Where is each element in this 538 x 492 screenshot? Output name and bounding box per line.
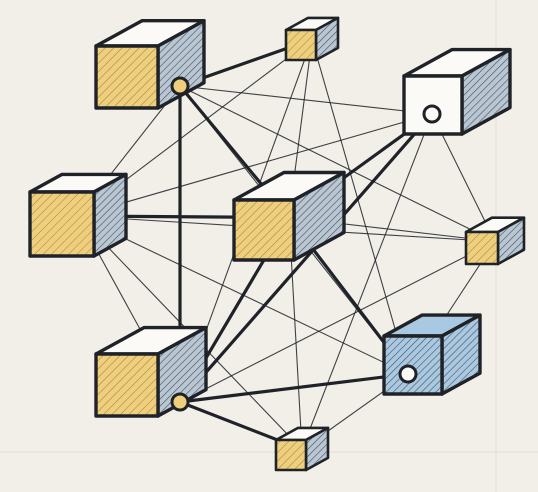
top-left-large-cube-front-outline (94, 44, 160, 110)
left-mid-cube-front-outline (28, 190, 96, 258)
bottom-left-large-cube-front-hatch (96, 354, 158, 416)
edge-n3-n4 (77, 113, 433, 217)
right-small-cube-front-hatch (466, 232, 498, 264)
edge-n6-n7 (179, 240, 496, 403)
left-mid-cube-front-hatch (30, 192, 94, 256)
edge-n4-n8 (77, 215, 409, 375)
bottom-small-cube-front-outline (274, 438, 308, 472)
right-blue-cube-port-icon (398, 364, 418, 384)
bottom-small-cube (274, 426, 330, 472)
nodes-layer (28, 16, 526, 472)
top-small-cube-front-outline (284, 28, 318, 62)
center-cube-front-outline (232, 198, 296, 262)
bottom-small-cube-front-hatch (276, 440, 306, 470)
bottom-left-large-cube-front-outline (94, 352, 160, 418)
bottom-left-large-cube-port-icon (170, 392, 190, 412)
edge-n1-n6 (179, 85, 496, 243)
edge-n3-n9 (301, 113, 433, 451)
left-mid-cube (28, 172, 128, 258)
right-small-cube (464, 216, 526, 266)
top-small-cube (284, 16, 340, 62)
edge-n1-n3 (179, 85, 433, 115)
top-left-large-cube-port-icon (170, 76, 190, 96)
top-right-white-cube (402, 47, 512, 136)
bottom-left-large-cube (94, 325, 208, 418)
edge-n7-n8 (178, 372, 410, 404)
right-blue-cube-front-hatch (384, 336, 442, 394)
top-small-cube-front-hatch (286, 30, 316, 60)
top-right-white-cube-front-outline (402, 74, 464, 136)
top-left-large-cube-front-hatch (96, 46, 158, 108)
edge-n3-n7 (178, 112, 434, 404)
right-blue-cube-front-outline (382, 334, 444, 396)
right-small-cube-front-outline (464, 230, 500, 266)
center-cube-front-hatch (234, 200, 294, 260)
top-left-large-cube (94, 19, 206, 110)
edge-n2-n8 (311, 38, 409, 375)
right-blue-cube (382, 313, 482, 396)
center-cube (232, 170, 346, 262)
top-right-white-cube-port-icon (422, 104, 442, 124)
